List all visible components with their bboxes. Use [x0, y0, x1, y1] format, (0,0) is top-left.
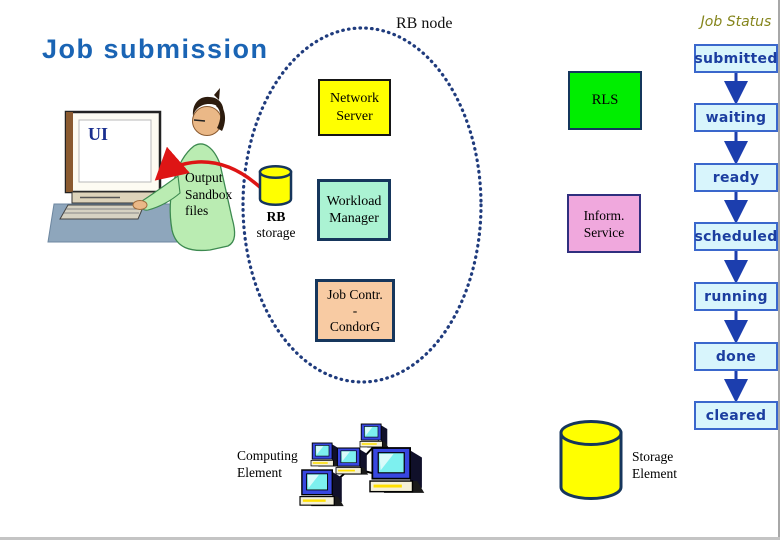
user-at-computer-icon [47, 88, 236, 252]
window-bottom-edge [0, 537, 780, 540]
red-return-arrow [154, 146, 265, 192]
window-right-edge [778, 0, 780, 540]
storage-element-label: Storage Element [632, 449, 677, 481]
status-box-cleared: cleared [694, 401, 778, 430]
rb-node-label: RB node [396, 15, 453, 32]
rb-node-dashed-ellipse [241, 26, 483, 384]
rb-storage-label: RB storage [240, 209, 312, 241]
database-cylinder-icon [258, 164, 293, 207]
job-controller-condorg-box: Job Contr. - CondorG [315, 279, 395, 342]
rb-storage-subtitle: storage [256, 225, 296, 240]
computing-element-label: Computing Element [237, 448, 298, 480]
workload-manager-box: Workload Manager [317, 179, 391, 241]
status-box-waiting: waiting [694, 103, 778, 132]
information-service-box: Inform. Service [567, 194, 641, 253]
database-cylinder-icon [559, 420, 623, 500]
rls-box: RLS [568, 71, 642, 130]
network-server-box: Network Server [318, 79, 391, 136]
ui-screen-label: UI [88, 124, 109, 144]
status-box-running: running [694, 282, 778, 311]
job-status-heading: Job Status [700, 14, 772, 30]
status-box-done: done [694, 342, 778, 371]
computer-cluster-icon [299, 423, 426, 507]
status-box-submitted: submitted [694, 44, 778, 73]
output-sandbox-note: Output Sandbox files [185, 170, 233, 218]
status-box-ready: ready [694, 163, 778, 192]
rb-storage-title: RB [266, 209, 286, 224]
page-title: Job submission [42, 34, 269, 64]
status-box-scheduled: scheduled [694, 222, 778, 251]
